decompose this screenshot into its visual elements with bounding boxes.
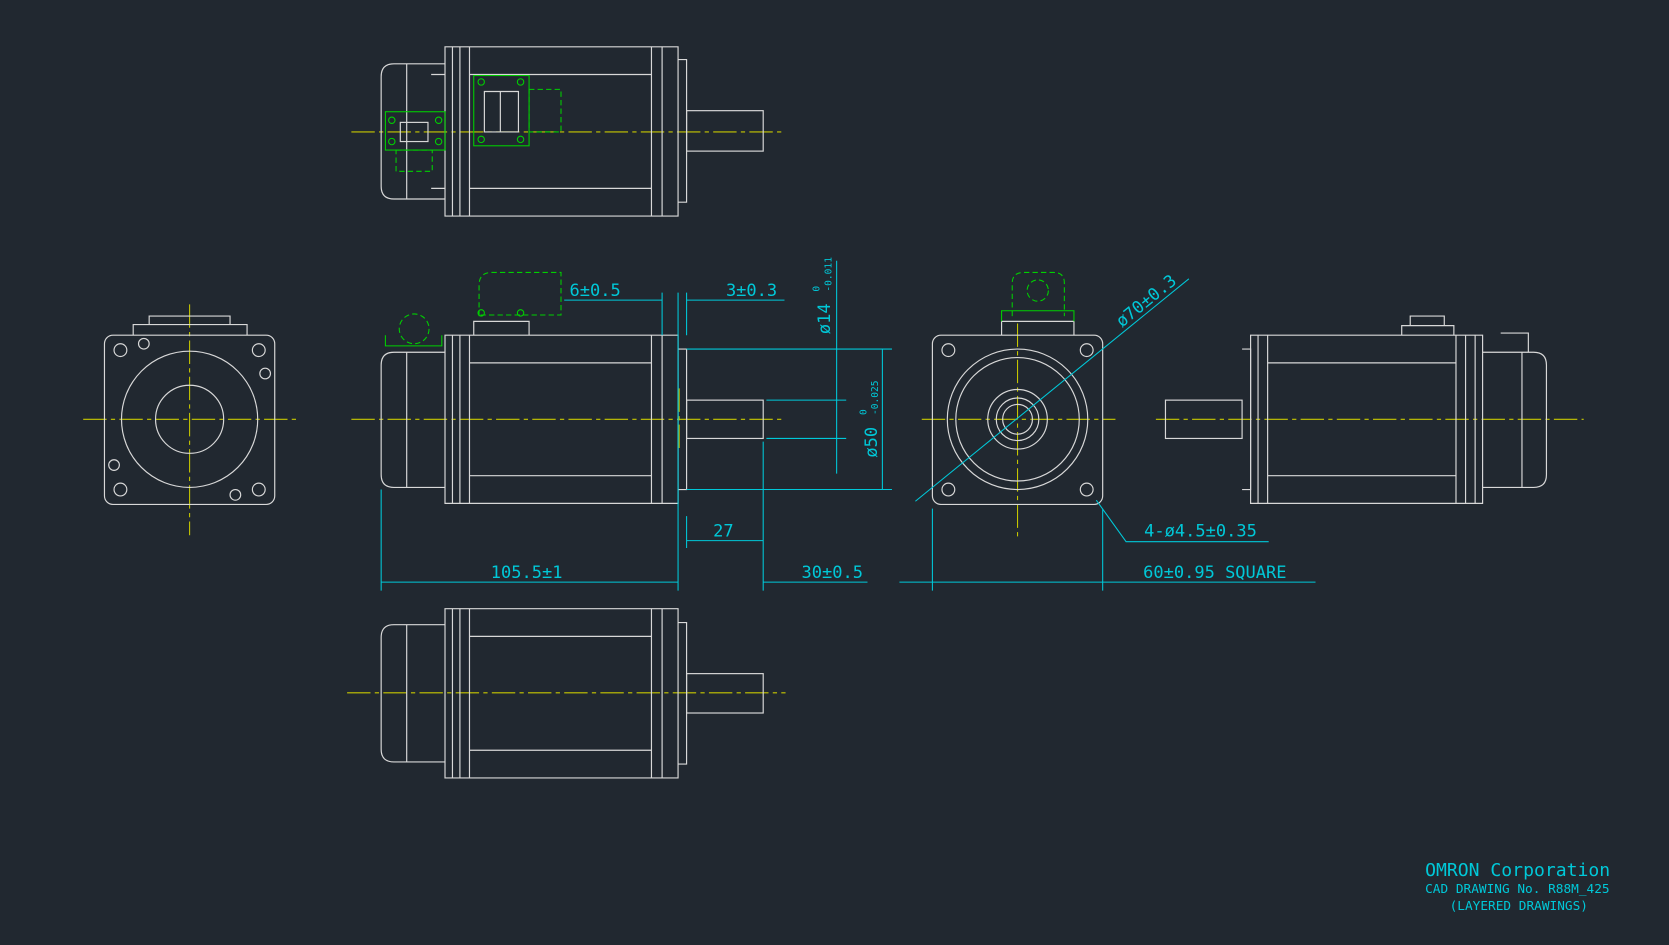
dim-spigot-diameter: ø50 (862, 427, 882, 458)
dim-shaft-length: 30±0.5 (802, 563, 863, 583)
connector-icon (384, 271, 562, 347)
company-name: OMRON Corporation (1425, 860, 1610, 881)
dim-mount-holes: 4-ø4.5±0.35 (1144, 521, 1257, 541)
dim-spigot-tol-upper: 0 (858, 409, 869, 415)
dim-spigot-tol-lower: -0.025 (870, 380, 881, 415)
mirrored-side-view (1155, 315, 1584, 504)
rear-end-view (83, 304, 297, 536)
title-block: OMRON Corporation CAD DRAWING No. R88M_4… (1425, 860, 1610, 914)
dim-flange-offset: 6±0.5 (570, 281, 621, 301)
bottom-view (347, 608, 786, 779)
side-view (351, 271, 784, 504)
drawing-subtitle: (LAYERED DRAWINGS) (1450, 899, 1588, 914)
dim-body-length: 105.5±1 (491, 563, 563, 583)
dim-bolt-circle: ø70±0.3 (1112, 271, 1180, 332)
dim-shaft-tol-upper: 0 (812, 286, 823, 292)
dim-shaft-tol-lower: -0.011 (823, 257, 834, 292)
connector-icon (384, 75, 562, 172)
dim-shaft-key-length: 27 (713, 521, 734, 541)
drawing-number: CAD DRAWING No. R88M_425 (1425, 882, 1609, 897)
dim-flange-thickness: 3±0.3 (726, 281, 777, 301)
dimension-labels: 6±0.5 3±0.3 ø14 0 -0.011 ø50 0 -0.025 27… (491, 257, 1287, 583)
dimension-lines (380, 260, 1316, 591)
top-view (351, 46, 784, 217)
dim-flange-square: 60±0.95 SQUARE (1143, 563, 1286, 583)
flange-end-view (921, 271, 1116, 538)
connector-icon (1001, 271, 1075, 322)
dim-shaft-diameter: ø14 (815, 303, 835, 334)
